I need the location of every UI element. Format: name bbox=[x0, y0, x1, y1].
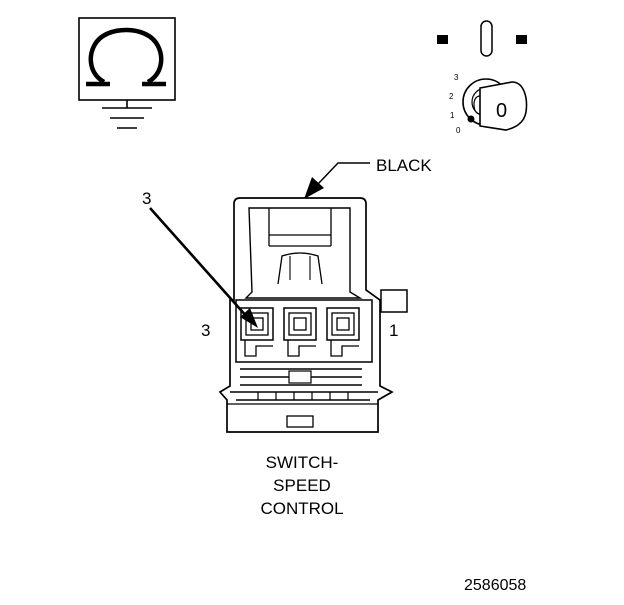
connector-name-line-2: SPEED bbox=[273, 476, 331, 495]
ohm-symbol-icon bbox=[86, 27, 166, 87]
connector-name-line-1: SWITCH- bbox=[266, 453, 339, 472]
ground-icon bbox=[102, 100, 152, 129]
ignition-key-icon: 3 2 1 0 0 bbox=[437, 20, 528, 135]
key-head bbox=[479, 81, 528, 131]
indicator-bar bbox=[480, 20, 493, 57]
indicator-left-square bbox=[437, 35, 448, 44]
indicator-right-square bbox=[516, 35, 527, 44]
key-position-3: 3 bbox=[454, 73, 459, 82]
cavity-2 bbox=[283, 307, 317, 357]
figure-id: 2586058 bbox=[464, 577, 526, 594]
cavity-1 bbox=[326, 307, 360, 357]
color-leader-arrow bbox=[304, 162, 370, 199]
right-pin-label: 1 bbox=[389, 321, 398, 340]
connector-ribs bbox=[227, 368, 378, 428]
pointer-label: 3 bbox=[142, 189, 151, 208]
key-label: 0 bbox=[496, 100, 507, 122]
position-dot bbox=[467, 115, 475, 123]
key-position-1: 1 bbox=[450, 111, 455, 120]
connector-name-line-3: CONTROL bbox=[260, 499, 343, 518]
key-position-0: 0 bbox=[456, 126, 461, 135]
connector-color-label: BLACK bbox=[376, 156, 432, 175]
connector-side-tab bbox=[380, 289, 408, 313]
connector-key-slot bbox=[286, 415, 314, 428]
left-pin-label: 3 bbox=[201, 321, 210, 340]
pointer-arrow bbox=[149, 207, 258, 328]
key-position-2: 2 bbox=[449, 92, 454, 101]
connector-latch bbox=[244, 207, 363, 299]
ohmmeter-ground-icon bbox=[78, 17, 176, 129]
